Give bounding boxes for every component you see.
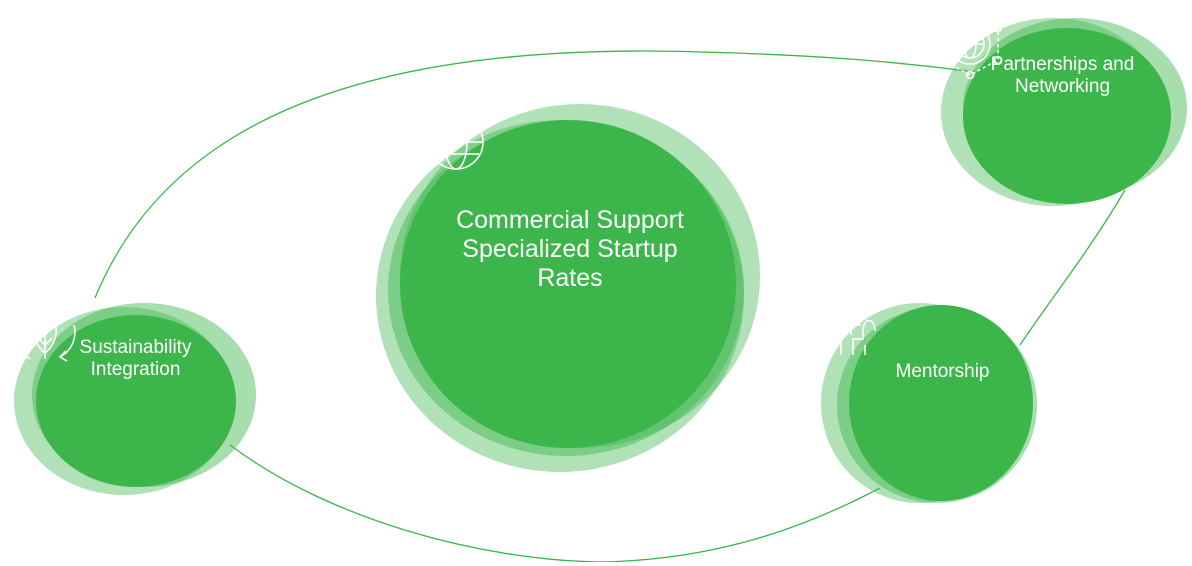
commercial-support-label: Commercial Support Specialized Startup R…	[456, 206, 684, 292]
label-line: Mentorship	[895, 361, 990, 382]
network-globe-icon	[937, 8, 1003, 80]
label-line: Commercial Support	[456, 206, 684, 234]
connector-right	[1019, 189, 1126, 346]
node-sustainability-integration: Sustainability Integration	[8, 295, 263, 500]
node-mentorship: Mentorship	[815, 295, 1040, 510]
connector-top	[94, 50, 976, 299]
node-partnerships-networking: Partnerships and Networking	[935, 8, 1190, 216]
dollar-city-globe-icon	[375, 103, 484, 170]
sustainability-integration-label: Sustainability Integration	[80, 337, 192, 381]
label-line: Specialized Startup	[462, 234, 678, 263]
partnerships-networking-label: Partnerships and Networking	[991, 54, 1135, 98]
label-line: Integration	[90, 358, 181, 380]
label-line: Partnerships and	[990, 54, 1135, 75]
label-line: Sustainability	[79, 337, 192, 358]
mentorship-label: Mentorship	[896, 361, 990, 383]
label-line: Networking	[1014, 75, 1111, 97]
meeting-people-icon	[818, 295, 876, 355]
node-commercial-support: Commercial Support Specialized Startup R…	[370, 100, 770, 480]
recycle-leaf-icon	[11, 297, 76, 362]
label-line: Rates	[537, 263, 603, 292]
